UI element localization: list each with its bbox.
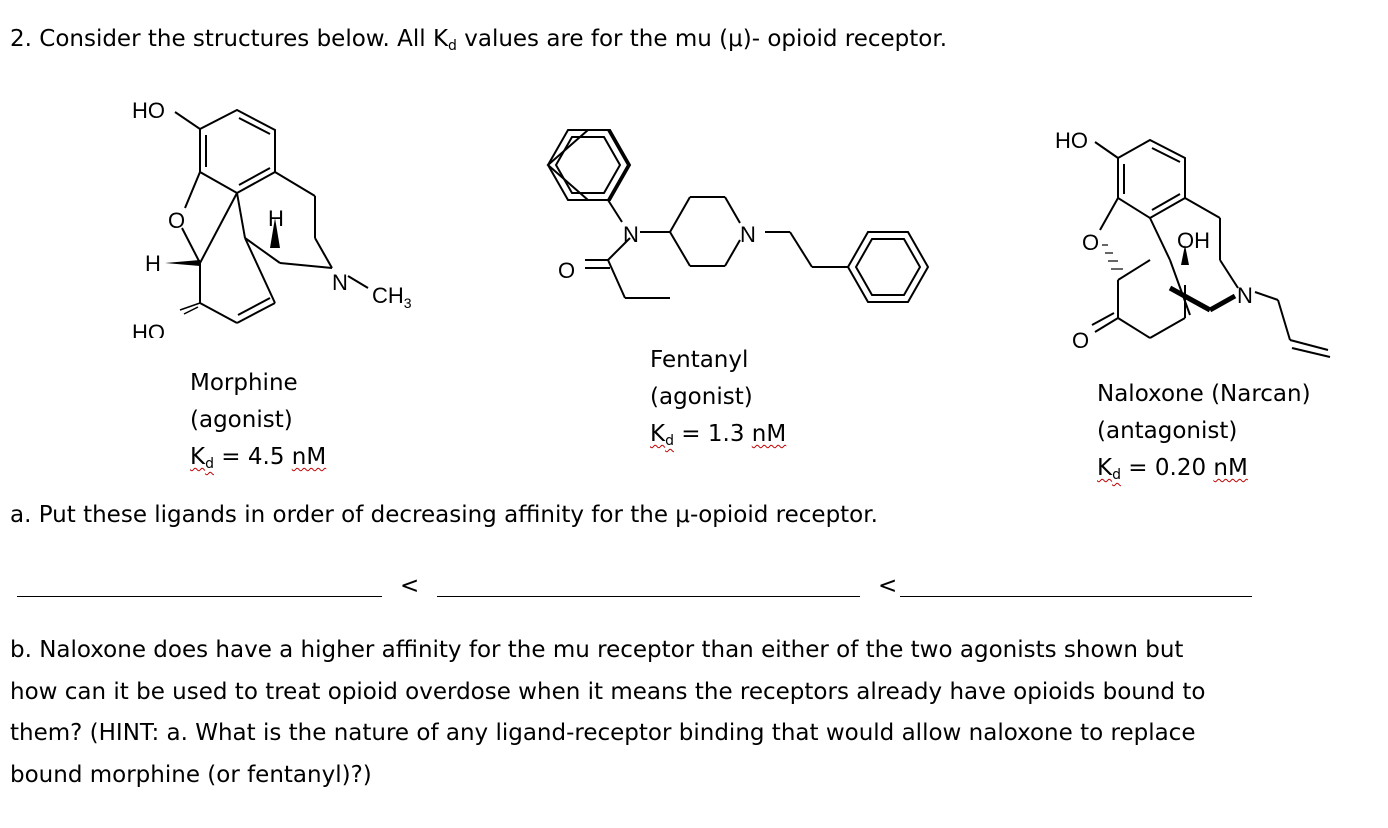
morphine-ho-bottom: HO [132, 320, 165, 338]
part-b-line: b. Naloxone does have a higher affinity … [10, 637, 1184, 663]
compound-name: Naloxone (Narcan) [1097, 381, 1311, 407]
compound-name: Morphine [190, 370, 298, 396]
less-than-2: < [878, 573, 898, 599]
compound-kd: Kd = 4.5 nM [190, 444, 327, 472]
compound-role: (agonist) [190, 407, 293, 433]
compound-name: Fentanyl [650, 347, 749, 373]
naloxone-ho: HO [1055, 128, 1088, 153]
answer-blank-2[interactable] [437, 596, 860, 597]
morphine-structure: HO O H H N CH3 HO [132, 98, 412, 338]
morphine-o: O [168, 208, 185, 233]
morphine-h-wedge: H [145, 251, 161, 276]
question-2-heading: 2. Consider the structures below. All Kd… [10, 26, 947, 54]
fentanyl-label: Fentanyl (agonist) Kd = 1.3 nM [650, 342, 786, 460]
naloxone-o-ring: O [1082, 230, 1099, 255]
answer-blank-3[interactable] [900, 596, 1252, 597]
answer-blank-1[interactable] [17, 596, 382, 597]
naloxone-oh: OH [1177, 228, 1210, 253]
compound-role: (agonist) [650, 384, 753, 410]
question-text-start: 2. Consider the structures below. All K [10, 26, 449, 52]
fentanyl-n1: N [623, 222, 639, 247]
part-b-question: b. Naloxone does have a higher affinity … [10, 630, 1205, 796]
naloxone-n: N [1237, 283, 1253, 308]
naloxone-structure: HO O OH N O [1055, 128, 1331, 358]
morphine-n: N [332, 270, 348, 295]
morphine-ho-top: HO [132, 98, 165, 123]
naloxone-label: Naloxone (Narcan) (antagonist) Kd = 0.20… [1097, 376, 1311, 494]
part-b-line: them? (HINT: a. What is the nature of an… [10, 720, 1196, 746]
kd-subscript: d [448, 38, 457, 54]
fentanyl-o: O [558, 258, 575, 283]
morphine-h-top: H [268, 206, 284, 231]
compound-kd: Kd = 0.20 nM [1097, 455, 1248, 483]
compound-role: (antagonist) [1097, 418, 1238, 444]
morphine-label: Morphine (agonist) Kd = 4.5 nM [190, 365, 326, 483]
part-b-line: how can it be used to treat opioid overd… [10, 678, 1206, 705]
naloxone-o-keto: O [1072, 328, 1089, 353]
question-text-end: values are for the mu (μ)- opioid recept… [456, 26, 948, 52]
fentanyl-structure: N N O [546, 129, 930, 303]
part-a-prompt: a. Put these ligands in order of decreas… [10, 502, 878, 528]
morphine-ch3: CH3 [372, 283, 412, 311]
fentanyl-n2: N [740, 222, 756, 247]
compound-kd: Kd = 1.3 nM [650, 421, 787, 449]
part-b-line: bound morphine (or fentanyl)?) [10, 761, 372, 788]
less-than-1: < [400, 573, 420, 599]
